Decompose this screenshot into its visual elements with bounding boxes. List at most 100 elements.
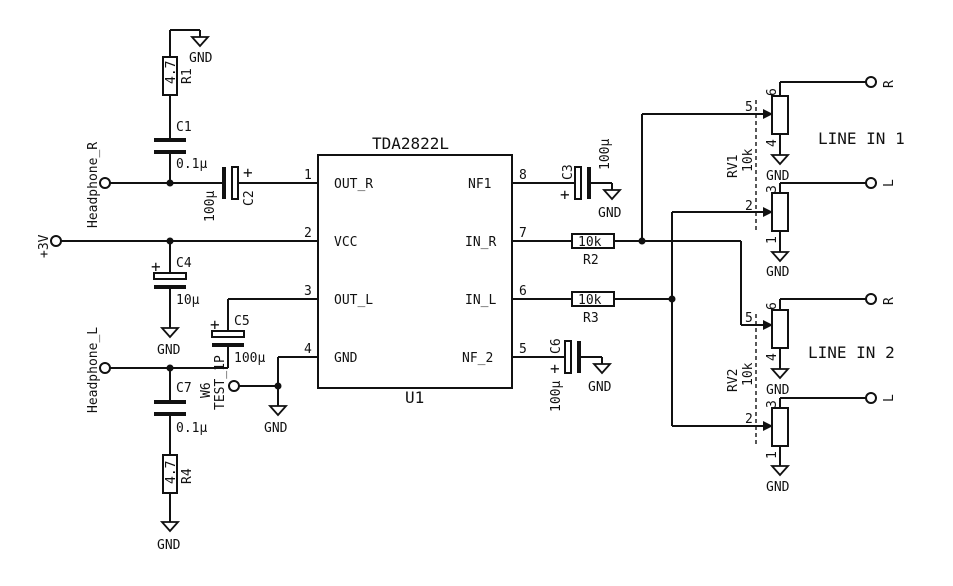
headphone-l-branch: Headphone_L + C5 100µ C7 0.1µ 4.7 R4 GND [86, 299, 265, 553]
c4-gnd-label: GND [157, 343, 181, 358]
rv2-pin1: 1 [765, 451, 780, 459]
headphone-l-label: Headphone_L [86, 327, 101, 413]
r1-gnd-label: GND [189, 51, 213, 66]
testpoint-w6: GND W6 TEST_1P [199, 355, 289, 436]
c3-branch: GND + C3 100µ [560, 139, 623, 221]
rv1-r-label: R [882, 80, 897, 88]
c2-value: 100µ [203, 191, 218, 222]
ic-pin2-num: 2 [304, 226, 312, 241]
rv2-pin2: 2 [745, 412, 753, 427]
ic-pin7-name: IN_R [465, 235, 496, 250]
ic-pin7-num: 7 [519, 226, 527, 241]
w6-ref: W6 [199, 382, 214, 398]
rv2: GND GND 6 5 4 3 2 1 RV2 10k R L LINE IN … [726, 293, 897, 495]
c4-value: 10µ [176, 293, 200, 308]
ic-pin3-num: 3 [304, 284, 312, 299]
c6-gnd-label: GND [588, 380, 612, 395]
ic-pin5-num: 5 [519, 342, 527, 357]
rv2-value: 10k [741, 362, 756, 386]
w6-terminal[interactable] [228, 380, 240, 392]
rv2-pin5: 5 [745, 311, 753, 326]
rv1-gnd-bottom-label: GND [766, 265, 790, 280]
c3-gnd-label: GND [598, 206, 622, 221]
rv1-pin1: 1 [765, 236, 780, 244]
ic-pin4-name: GND [334, 351, 358, 366]
rv1-pin6: 6 [765, 88, 780, 96]
input-resistors: 10k R2 10k R3 [571, 233, 672, 326]
r4-ref: R4 [180, 468, 195, 484]
rv2-ref: RV2 [726, 369, 741, 392]
c2-plus: + [243, 163, 253, 182]
rv1-l-label: L [882, 179, 897, 187]
ic-pin6-num: 6 [519, 284, 527, 299]
ic-pin4-num: 4 [304, 342, 312, 357]
rv1-value: 10k [741, 148, 756, 172]
c3-plus: + [560, 185, 570, 204]
rv2-l-terminal[interactable] [865, 392, 877, 404]
rv2-pin4: 4 [765, 353, 780, 361]
rv1-gnd-top-label: GND [766, 169, 790, 184]
c5-plus: + [210, 315, 220, 334]
c7-value: 0.1µ [176, 421, 207, 436]
c7-ref: C7 [176, 381, 192, 396]
ic-pin1-name: OUT_R [334, 177, 373, 192]
supply-label: +3V [37, 234, 52, 258]
c1-value: 0.1µ [176, 157, 207, 172]
r1-value: 4.7 [164, 61, 179, 84]
rv2-pin3: 3 [765, 400, 780, 408]
c5-value: 100µ [234, 351, 265, 366]
rv1-l-terminal[interactable] [865, 177, 877, 189]
c3-value: 100µ [598, 139, 613, 170]
ic-pin6-name: IN_L [465, 293, 496, 308]
r4-gnd-label: GND [157, 538, 181, 553]
headphone-l-terminal[interactable] [99, 362, 111, 374]
rv1-r-terminal[interactable] [865, 76, 877, 88]
ic-pin2-name: VCC [334, 235, 357, 250]
c1-ref: C1 [176, 120, 192, 135]
r4-value: 4.7 [164, 461, 179, 484]
r2-value: 10k [578, 235, 602, 250]
ic-u1: TDA2822L U1 1 OUT_R 2 VCC 3 OUT_L 4 GND … [60, 134, 575, 407]
c2-ref: C2 [242, 190, 257, 206]
rv2-gnd-top-label: GND [766, 383, 790, 398]
supply-branch: +3V + C4 10µ GND [37, 234, 200, 358]
rv1-pin2: 2 [745, 199, 753, 214]
rv1-pin3: 3 [765, 185, 780, 193]
c4-plus: + [151, 257, 161, 276]
headphone-r-terminal[interactable] [99, 177, 111, 189]
rv2-r-label: R [882, 297, 897, 305]
ic-ref-label: U1 [405, 388, 424, 407]
ic-pin1-num: 1 [304, 168, 312, 183]
r2-ref: R2 [583, 253, 599, 268]
r3-value: 10k [578, 293, 602, 308]
c6-ref: C6 [549, 338, 564, 354]
rv1-pin4: 4 [765, 139, 780, 147]
r3-ref: R3 [583, 311, 599, 326]
c6-branch: GND + C6 100µ [549, 338, 613, 412]
rv1-ref: RV1 [726, 155, 741, 178]
supply-terminal[interactable] [50, 235, 62, 247]
rv2-gnd-bottom-label: GND [766, 480, 790, 495]
ic-pin5-name: NF_2 [462, 351, 493, 366]
headphone-r-branch: Headphone_R + C2 100µ C1 0.1µ 4.7 R1 GND [86, 29, 270, 228]
c5-ref: C5 [234, 314, 250, 329]
rv2-r-terminal[interactable] [865, 293, 877, 305]
w6-value: TEST_1P [213, 355, 228, 410]
headphone-r-label: Headphone_R [86, 142, 101, 228]
rv1-pin5: 5 [745, 100, 753, 115]
ic-part-label: TDA2822L [372, 134, 449, 153]
c6-value: 100µ [549, 381, 564, 412]
ic-pin8-name: NF1 [468, 177, 491, 192]
r1-ref: R1 [180, 68, 195, 84]
line-in-2-label: LINE IN 2 [808, 343, 895, 362]
c6-plus: + [550, 359, 560, 378]
line-in-1-label: LINE IN 1 [818, 129, 905, 148]
rv1: GND GND 6 5 4 3 2 1 RV1 10k R L LINE IN … [726, 76, 905, 280]
w6-gnd-label: GND [264, 421, 288, 436]
ic-pin8-num: 8 [519, 168, 527, 183]
rv2-pin6: 6 [765, 302, 780, 310]
wiper-routing [638, 109, 773, 431]
c4-ref: C4 [176, 256, 192, 271]
c3-ref: C3 [561, 164, 576, 180]
